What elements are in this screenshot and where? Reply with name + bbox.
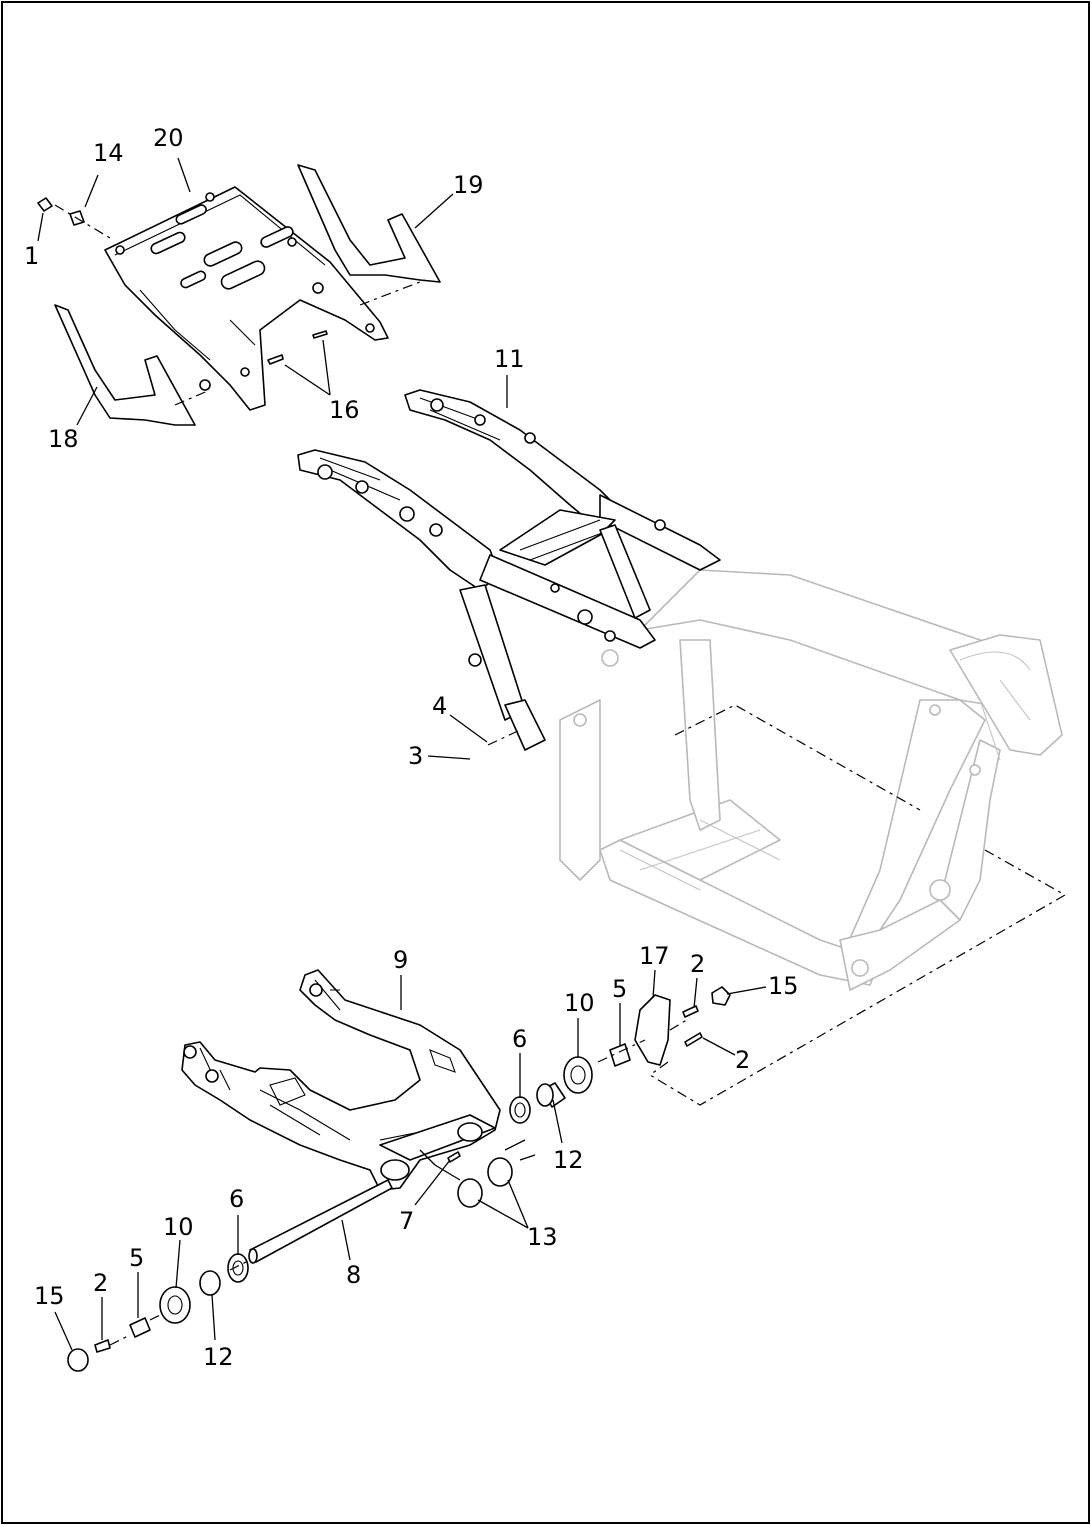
- rear-frame-section: [297, 389, 721, 751]
- callout-16: 16: [329, 396, 360, 424]
- left-pivot-parts: [67, 1253, 249, 1372]
- callout-19: 19: [453, 171, 484, 199]
- swingarm: [181, 969, 501, 1191]
- bracket-bolt-lower: [684, 1032, 703, 1047]
- callout-10-right: 10: [564, 989, 595, 1017]
- callout-13: 13: [527, 1223, 558, 1251]
- callout-6-left: 6: [229, 1185, 244, 1213]
- callout-12-right: 12: [553, 1146, 584, 1174]
- callout-2-upper: 2: [690, 950, 705, 978]
- callout-5-right: 5: [612, 975, 627, 1003]
- left-cap-15: [67, 1348, 89, 1372]
- phantom-lines: [54, 204, 1067, 1346]
- left-adjuster-10: [159, 1286, 191, 1324]
- left-bushing-5: [129, 1317, 151, 1338]
- callout-18: 18: [48, 425, 79, 453]
- callout-14: 14: [93, 139, 124, 167]
- right-nut-15: [711, 986, 731, 1006]
- callout-1: 1: [24, 242, 39, 270]
- callout-3: 3: [408, 742, 423, 770]
- left-bearing: [227, 1253, 249, 1283]
- right-rack-cover: [297, 164, 441, 283]
- callout-15-right: 15: [768, 972, 799, 1000]
- callout-10-left: 10: [163, 1213, 194, 1241]
- luggage-rack: [104, 186, 389, 411]
- leader-lines: [37, 157, 767, 1351]
- left-bolt-2: [94, 1339, 111, 1353]
- callout-11: 11: [494, 345, 525, 373]
- callout-5-left: 5: [129, 1244, 144, 1272]
- callout-9: 9: [393, 946, 408, 974]
- callout-8: 8: [346, 1261, 361, 1289]
- bracket-bolt-upper: [682, 1005, 699, 1018]
- left-rack-cover: [54, 304, 196, 426]
- callout-7: 7: [399, 1207, 414, 1235]
- callout-12-left: 12: [203, 1343, 234, 1371]
- callout-20: 20: [153, 124, 184, 152]
- left-spacer-12: [199, 1270, 221, 1296]
- callout-4: 4: [432, 692, 447, 720]
- bushings-13: [447, 1151, 513, 1208]
- pivot-bracket-17: [634, 994, 671, 1066]
- callout-17: 17: [639, 942, 670, 970]
- callout-2-left: 2: [93, 1269, 108, 1297]
- right-pivot-parts: [509, 986, 731, 1124]
- pivot-shaft: [248, 1179, 393, 1264]
- callout-labels: 20 14 1 19 18 16 11 4 3 9 17 2 15 10 5 6…: [24, 124, 799, 1371]
- right-bearing: [509, 1096, 531, 1124]
- callout-15-left: 15: [34, 1282, 65, 1310]
- callout-2-lower: 2: [735, 1046, 750, 1074]
- front-frame-ghost: [559, 569, 1063, 991]
- right-adjuster-10: [563, 1056, 593, 1094]
- bushing-install-lines: [419, 1139, 536, 1181]
- callout-6-right: 6: [512, 1025, 527, 1053]
